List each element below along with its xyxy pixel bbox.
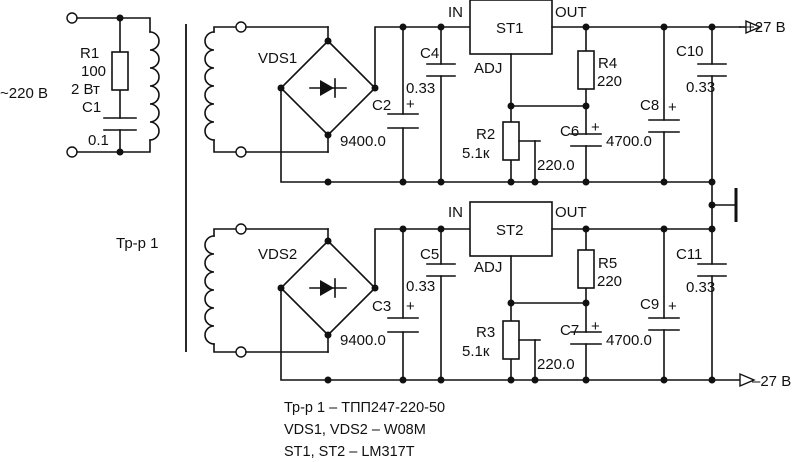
c2-plus: + bbox=[406, 96, 415, 113]
r1-power: 2 Вт bbox=[71, 81, 100, 98]
r2-name: R2 bbox=[476, 126, 495, 143]
positive-output-arrow-icon bbox=[745, 19, 762, 35]
regulator-st2 bbox=[469, 201, 553, 257]
c10-value: 0.33 bbox=[686, 79, 715, 96]
secondary-winding-2 bbox=[204, 235, 215, 345]
c7-plus: + bbox=[591, 318, 600, 335]
c9-name: C9 bbox=[640, 296, 659, 313]
c5-value: 0.33 bbox=[406, 278, 435, 295]
c2-value: 9400.0 bbox=[340, 133, 386, 150]
primary-circuit: R1 100 2 Вт C1 0.1 ~220 В bbox=[0, 12, 160, 158]
c6-name: C6 bbox=[560, 123, 579, 140]
component-notes: Тр-р 1 – ТПП247-220-50 VDS1, VDS2 – W08M… bbox=[284, 400, 445, 460]
vds1-label: VDS1 bbox=[258, 50, 297, 67]
r3-potentiometer bbox=[502, 320, 520, 360]
c1-value: 0.1 bbox=[88, 132, 109, 149]
c7-value: 4700.0 bbox=[606, 332, 652, 349]
bridge-diode-symbol-1 bbox=[309, 78, 347, 98]
c11-value: 0.33 bbox=[686, 279, 715, 296]
c10-name: C10 bbox=[676, 43, 704, 60]
c7-bottom-value: 220.0 bbox=[537, 356, 575, 373]
r1-resistor bbox=[111, 51, 129, 91]
c3-plus: + bbox=[406, 298, 415, 315]
negative-output-arrow-icon bbox=[739, 372, 756, 388]
c9-plus: + bbox=[668, 298, 677, 315]
c4-value: 0.33 bbox=[406, 80, 435, 97]
st2-adj-label: ADJ bbox=[474, 259, 502, 276]
lower-channel: VDS2 C3 + 9400.0 C5 0.33 ST2 IN OUT ADJ … bbox=[204, 201, 791, 390]
transformer-label: Тр-р 1 bbox=[116, 235, 159, 252]
st1-name: ST1 bbox=[496, 20, 524, 37]
c2-name: C2 bbox=[372, 97, 391, 114]
upper-channel: VDS1 C2 + 9400.0 C4 0.33 ST1 IN OUT ADJ … bbox=[204, 0, 786, 206]
c1-name: C1 bbox=[82, 99, 101, 116]
r5-value: 220 bbox=[597, 273, 622, 290]
c3-name: C3 bbox=[372, 298, 391, 315]
positive-output-label: +27 В bbox=[746, 19, 786, 36]
st2-name: ST2 bbox=[496, 222, 524, 239]
c8-plus: + bbox=[668, 99, 677, 116]
r2-value: 5.1к bbox=[462, 145, 490, 162]
r4-value: 220 bbox=[597, 73, 622, 90]
c8-name: C8 bbox=[640, 97, 659, 114]
r4-name: R4 bbox=[598, 55, 617, 72]
secondary-winding-1 bbox=[204, 31, 215, 141]
c6-plus: + bbox=[591, 119, 600, 136]
primary-winding bbox=[149, 31, 160, 141]
r5-resistor bbox=[577, 249, 595, 289]
note-transformer: Тр-р 1 – ТПП247-220-50 bbox=[284, 400, 445, 416]
note-regulators: ST1, ST2 – LM317T bbox=[284, 444, 415, 460]
input-terminal-bottom bbox=[66, 146, 78, 158]
r3-name: R3 bbox=[476, 324, 495, 341]
input-voltage-label: ~220 В bbox=[0, 85, 48, 102]
c4-name: C4 bbox=[420, 45, 439, 62]
c6-bottom-value: 220.0 bbox=[537, 157, 575, 174]
c11-name: C11 bbox=[676, 246, 702, 263]
r2-potentiometer bbox=[502, 121, 520, 161]
r4-resistor bbox=[577, 50, 595, 90]
input-terminal-top bbox=[66, 12, 78, 24]
c7-name: C7 bbox=[560, 322, 579, 339]
r3-value: 5.1к bbox=[462, 343, 490, 360]
negative-output-label: –27 В bbox=[752, 373, 791, 390]
st1-adj-label: ADJ bbox=[474, 60, 502, 77]
note-bridges: VDS1, VDS2 – W08M bbox=[284, 422, 426, 438]
regulator-st1 bbox=[469, 0, 553, 55]
c1-capacitor bbox=[103, 117, 137, 131]
st2-in-label: IN bbox=[448, 204, 463, 221]
ground-node bbox=[708, 188, 738, 222]
c6-value: 4700.0 bbox=[606, 133, 652, 150]
c3-value: 9400.0 bbox=[340, 332, 386, 349]
st1-out-label: OUT bbox=[555, 4, 587, 21]
st2-out-label: OUT bbox=[555, 204, 587, 221]
vds2-label: VDS2 bbox=[258, 246, 297, 263]
st1-in-label: IN bbox=[448, 4, 463, 21]
r1-value: 100 bbox=[81, 63, 106, 80]
r5-name: R5 bbox=[598, 255, 617, 272]
r1-name: R1 bbox=[80, 45, 99, 62]
c5-name: C5 bbox=[420, 246, 439, 263]
bridge-diode-symbol-2 bbox=[309, 278, 347, 298]
